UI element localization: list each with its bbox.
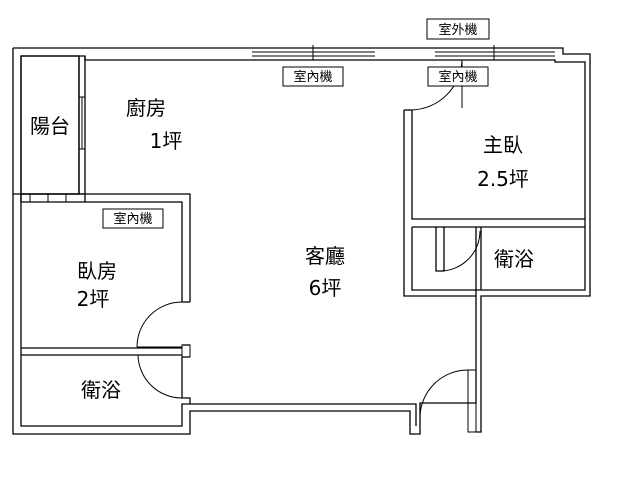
bathroom-door (137, 354, 183, 399)
master-bedroom-area: 2.5坪 (477, 167, 529, 191)
master-bedroom-label: 主臥 (483, 133, 523, 157)
kitchen-label: 廚房 (126, 96, 166, 120)
bedroom-door (136, 301, 183, 348)
living-room-area: 6坪 (309, 276, 342, 300)
exterior-walls (12, 47, 591, 435)
living-room-label: 客廳 (305, 244, 345, 268)
entrance-door (419, 369, 477, 433)
outdoor-ac-label: 室外機 (426, 18, 490, 40)
bedroom-area: 2坪 (77, 287, 110, 311)
svg-text:室內機: 室內機 (438, 69, 477, 85)
indoor-ac-label-bedroom: 室內機 (102, 208, 164, 229)
bathroom-label: 衛浴 (81, 378, 121, 402)
kitchen-area: 1坪 (150, 129, 183, 153)
master-bath-door (439, 230, 481, 272)
svg-text:室內機: 室內機 (293, 69, 332, 85)
indoor-ac-label-kitchen: 室內機 (282, 66, 344, 87)
master-bedroom-walls (403, 109, 585, 297)
svg-text:室外機: 室外機 (438, 22, 477, 38)
indoor-ac-label-master: 室內機 (427, 66, 489, 87)
master-bath-label: 衛浴 (494, 247, 534, 271)
balcony-label: 陽台 (30, 114, 70, 138)
bedroom-label: 臥房 (77, 259, 117, 283)
top-windows (252, 45, 555, 60)
svg-text:室內機: 室內機 (113, 211, 152, 227)
